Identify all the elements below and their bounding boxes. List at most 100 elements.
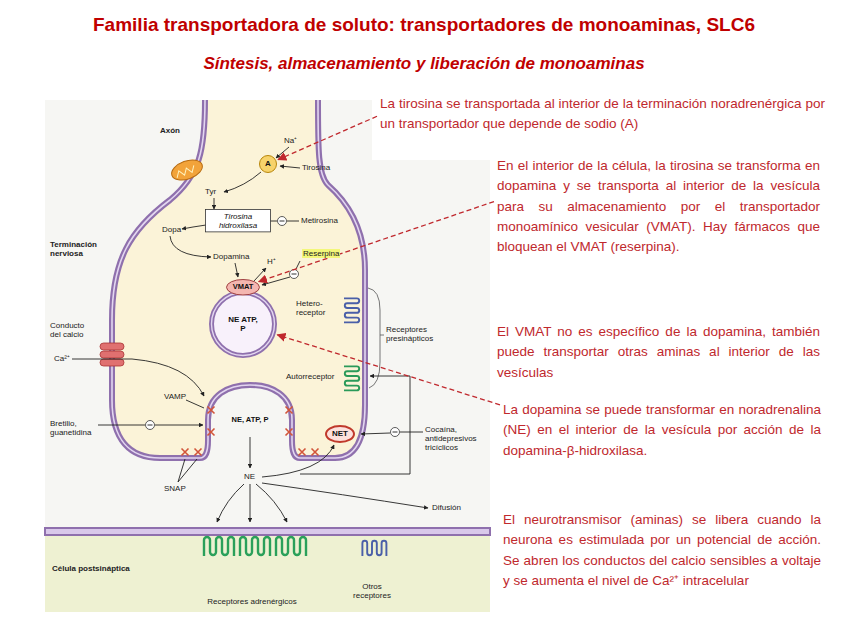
storage-vesicle: NE ATP, P xyxy=(209,290,277,358)
part-label: Axón xyxy=(160,126,180,135)
postsynaptic-cell xyxy=(45,528,490,535)
part-label: NE xyxy=(244,472,255,481)
part-label: Reserpina xyxy=(302,249,340,258)
postsynaptic-receptors xyxy=(204,537,234,556)
part-label: Autorreceptor xyxy=(286,372,334,381)
flow-arrows xyxy=(235,263,238,277)
flow-arrows xyxy=(256,484,287,522)
callout-text: La tirosina se transportada al interior … xyxy=(380,94,825,135)
part-label: SNAP xyxy=(164,484,186,493)
calcium-channel xyxy=(100,359,124,366)
part-label: Receptores adrenérgicos xyxy=(196,597,308,606)
flow-arrows xyxy=(262,445,334,477)
flow-arrows xyxy=(98,425,145,426)
postsynaptic-receptors xyxy=(276,537,306,556)
flow-arrows xyxy=(280,166,300,168)
part-label: Ca²⁺ xyxy=(54,354,70,363)
net-transporter: NET xyxy=(325,425,355,443)
mitochondrion xyxy=(169,156,205,184)
figure-background xyxy=(45,100,490,612)
postsynaptic-cell xyxy=(45,532,490,612)
inhibition-symbol xyxy=(278,217,287,226)
callout-arrow xyxy=(278,116,377,159)
node-outline xyxy=(227,279,260,295)
callout-arrow xyxy=(277,335,500,405)
callout-arrow xyxy=(259,202,494,282)
nerve-terminal xyxy=(112,100,365,458)
mitochondrion xyxy=(169,156,205,184)
callout-text: El neurotransmisor (aminas) se libera cu… xyxy=(503,510,821,591)
node-text: A xyxy=(265,159,272,168)
snare-proteins xyxy=(286,407,293,414)
snare-proteins xyxy=(208,407,215,414)
part-label: Bretilio, guanetidina xyxy=(50,419,98,437)
part-label: Na⁺ xyxy=(284,136,297,145)
snare-proteins xyxy=(299,449,306,456)
presynaptic-receptors xyxy=(344,298,359,322)
snare-proteins xyxy=(312,449,319,456)
callout-text: El VMAT no es específico de la dopamina,… xyxy=(497,322,820,383)
figure-background xyxy=(45,100,490,612)
flow-arrows xyxy=(300,376,410,474)
snare-proteins xyxy=(182,449,189,456)
calcium-channel xyxy=(100,351,124,358)
flow-arrows xyxy=(361,433,390,434)
part-label: H⁺ xyxy=(267,257,276,266)
node-text: Tirosina hidroxilasa xyxy=(209,212,268,230)
snare-proteins xyxy=(208,429,215,436)
flow-arrows xyxy=(296,261,300,269)
node-outline xyxy=(206,210,271,232)
flow-arrows xyxy=(250,484,251,522)
presynaptic-receptors xyxy=(368,288,384,388)
snare-proteins xyxy=(286,429,293,436)
flow-arrows xyxy=(72,147,428,522)
node-text: NE, ATP, P xyxy=(232,416,269,425)
inhibition-symbol xyxy=(146,217,400,437)
inhibition-symbol xyxy=(146,421,155,430)
node-text: El VMAT no es específico de la dopamina,… xyxy=(497,322,820,383)
calcium-channel xyxy=(100,343,124,350)
tyrosine-transporter: A xyxy=(259,155,277,173)
part-label: Dopa xyxy=(162,225,181,234)
part-label: Tyr xyxy=(205,187,216,196)
node-text: La tirosina se transportada al interior … xyxy=(380,94,825,135)
part-label: Cocaína, antidepresivos tricíclicos xyxy=(425,425,485,453)
node-outline xyxy=(326,426,354,442)
part-label: Tirosina xyxy=(302,163,330,172)
vmat-transporter: VMAT xyxy=(226,279,260,296)
flow-arrows xyxy=(72,359,204,396)
node-outline xyxy=(260,156,277,173)
inhibition-symbol xyxy=(290,270,299,279)
slide-title: Familia transportadora de soluto: transp… xyxy=(0,14,848,36)
nerve-terminal xyxy=(112,100,365,458)
node-text: La dopamina se puede transformar en nora… xyxy=(503,400,821,461)
flow-arrows xyxy=(186,400,204,408)
postsynaptic-receptors xyxy=(204,537,386,556)
node-text: NET xyxy=(332,429,349,438)
flow-arrows xyxy=(400,432,423,433)
presynaptic-receptors xyxy=(344,366,359,390)
flow-arrows xyxy=(178,459,197,482)
fusing-vesicle: NE, ATP, P xyxy=(231,410,269,429)
flow-arrows xyxy=(170,236,211,257)
part-label: VAMP xyxy=(164,392,186,401)
presynaptic-receptors xyxy=(344,288,384,390)
flow-arrows xyxy=(224,172,261,192)
node-text: VMAT xyxy=(232,283,254,292)
part-label: Receptores presinápticos xyxy=(386,325,442,343)
part-label: Terminación nerviosa xyxy=(50,240,105,258)
slide-subtitle: Síntesis, almacenamiento y liberación de… xyxy=(0,54,848,74)
postsynaptic-receptors xyxy=(240,537,270,556)
part-label: Dopamina xyxy=(213,252,249,261)
flow-arrows xyxy=(254,268,266,281)
calcium-channel xyxy=(100,343,124,366)
enzyme-box: Tirosina hidroxilasa xyxy=(205,209,271,232)
inhibition-symbol xyxy=(391,428,400,437)
snare-proteins xyxy=(195,449,202,456)
flow-arrows xyxy=(182,225,206,229)
node-text: En el interior de la célula, la tirosina… xyxy=(497,156,820,257)
flow-arrows xyxy=(262,483,428,508)
nerve-terminal xyxy=(112,100,365,458)
part-label: Metirosina xyxy=(301,216,338,225)
